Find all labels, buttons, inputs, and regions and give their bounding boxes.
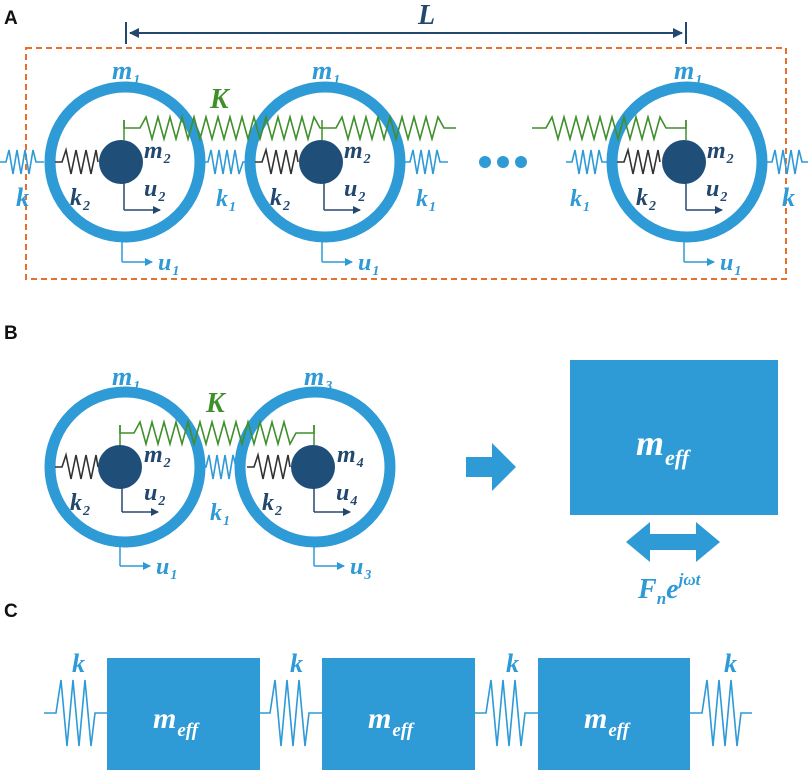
label-k-2: k	[290, 649, 303, 678]
spring-k-2	[260, 679, 322, 747]
label-K: K	[205, 388, 227, 419]
inner-mass	[291, 445, 335, 489]
effective-mass-block	[570, 360, 778, 515]
label-k1: k1	[210, 500, 230, 529]
label-u1: u1	[158, 250, 179, 279]
label-k-1: k	[72, 649, 85, 678]
label-k-4: k	[724, 649, 737, 678]
connecting-spring-k1	[202, 454, 240, 480]
label-k2: k2	[70, 490, 90, 519]
label-k-left: k	[16, 183, 29, 212]
equivalence-arrow-icon	[466, 443, 516, 491]
label-m2: m2	[344, 138, 371, 167]
connecting-spring-k1	[204, 149, 247, 175]
inner-mass	[99, 140, 143, 184]
label-meff-2: meff	[368, 702, 415, 741]
coupling-spring-k	[119, 418, 315, 448]
length-dimension: L	[125, 0, 687, 44]
panel-label-a: A	[4, 8, 18, 29]
spring-k-1	[44, 679, 107, 747]
label-meff-3: meff	[584, 702, 631, 741]
label-u1: u1	[720, 250, 741, 279]
inner-spring-k2	[617, 146, 661, 175]
label-u1: u1	[358, 250, 379, 279]
label-m2: m2	[707, 138, 734, 167]
end-spring-k-right	[766, 149, 808, 175]
label-u4: u4	[336, 480, 357, 509]
connecting-spring-k1-left-n	[566, 149, 608, 175]
resonator-an: m1 m2 k2 u2 u1	[606, 56, 768, 279]
panel-label-c: C	[4, 601, 18, 622]
label-m1: m1	[312, 56, 340, 88]
label-meff: meff	[636, 423, 692, 470]
label-m1: m1	[112, 362, 140, 394]
inner-mass	[98, 445, 142, 489]
inner-spring-k2	[55, 146, 99, 175]
length-label: L	[417, 0, 435, 31]
label-m1: m1	[674, 56, 702, 88]
label-k2: k2	[270, 185, 290, 214]
label-m2: m2	[144, 138, 171, 167]
inner-spring-k2	[255, 146, 299, 175]
spring-k-3	[475, 679, 538, 747]
label-k-3: k	[506, 649, 519, 678]
label-m3: m3	[304, 362, 332, 394]
label-u2: u2	[144, 176, 165, 205]
end-spring-k-left	[0, 149, 44, 175]
label-u1: u1	[156, 554, 177, 583]
label-k-right: k	[782, 183, 795, 212]
panel-label-b: B	[4, 323, 18, 344]
label-m2: m2	[144, 442, 171, 471]
label-m4: m4	[337, 442, 364, 471]
label-u2: u2	[144, 480, 165, 509]
coupling-spring-k-2	[322, 113, 456, 143]
label-u2: u2	[706, 176, 727, 205]
inner-mass	[662, 140, 706, 184]
coupling-spring-k-n	[532, 113, 687, 143]
coupling-spring-k-1	[123, 113, 322, 143]
label-k2: k2	[636, 185, 656, 214]
resonator-b1: m1 m2 k2 u2 u1	[44, 362, 206, 583]
label-K: K	[209, 84, 231, 115]
mass-block-3	[538, 658, 690, 770]
label-k1-n: k1	[570, 186, 590, 215]
spring-k-4	[690, 679, 752, 747]
label-meff-1: meff	[153, 702, 200, 741]
mass-block-1	[107, 658, 260, 770]
label-k2: k2	[70, 185, 90, 214]
resonator-b2: m3 m4 k2 u4 u3	[234, 362, 396, 583]
label-u3: u3	[350, 554, 371, 583]
resonator-a1: m1 m2 k2 u2 u1	[44, 56, 206, 279]
label-u2: u2	[344, 176, 365, 205]
double-arrow-icon	[626, 522, 720, 562]
inner-spring-k2	[55, 451, 99, 480]
inner-spring-k2	[247, 451, 291, 480]
label-k1: k1	[216, 186, 236, 215]
label-force: Fnejωt	[637, 570, 702, 608]
mass-block-2	[322, 658, 475, 770]
label-k1-right: k1	[416, 186, 436, 215]
label-k2: k2	[262, 490, 282, 519]
label-m1: m1	[112, 56, 140, 88]
inner-mass	[299, 140, 343, 184]
connecting-spring-k1-right	[405, 149, 448, 175]
resonator-a2: m1 m2 k2 u2 u1	[244, 56, 406, 279]
ellipsis-dots	[479, 156, 527, 168]
